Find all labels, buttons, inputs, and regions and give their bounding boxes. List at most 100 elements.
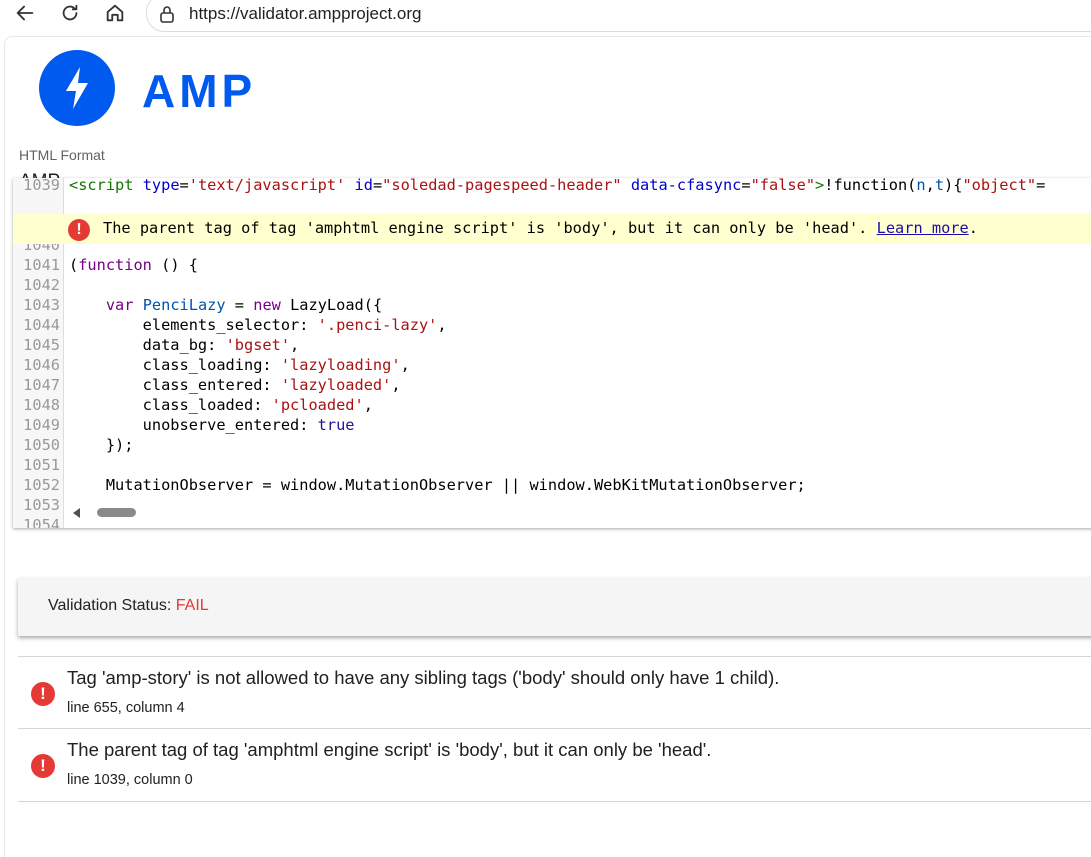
code-text: <script type='text/javascript' id="soled… bbox=[69, 178, 1045, 195]
code-token: t bbox=[934, 178, 945, 194]
scroll-left-icon[interactable] bbox=[73, 508, 80, 518]
line-number: 1049 bbox=[23, 416, 60, 434]
learn-more-link[interactable]: Learn more bbox=[876, 219, 969, 237]
code-token bbox=[622, 178, 631, 194]
line-number: 1042 bbox=[23, 276, 60, 294]
code-line: data_bg: 'bgset', bbox=[64, 335, 1091, 355]
line-number: 1053 bbox=[23, 496, 60, 514]
lightning-bolt-icon bbox=[66, 67, 88, 109]
validation-status-value: FAIL bbox=[175, 597, 209, 614]
code-token: () { bbox=[151, 256, 198, 274]
code-line: MutationObserver = window.MutationObserv… bbox=[64, 475, 1091, 495]
code-token: 'lazyloaded' bbox=[280, 376, 392, 394]
code-token: MutationObserver = window.MutationObserv… bbox=[69, 476, 806, 494]
code-token bbox=[345, 178, 354, 194]
code-token: , bbox=[363, 396, 373, 414]
inline-error-text: The parent tag of tag 'amphtml engine sc… bbox=[103, 219, 978, 237]
html-format-label: HTML Format bbox=[19, 147, 105, 163]
code-token: , bbox=[400, 356, 410, 374]
code-token: true bbox=[317, 416, 355, 434]
inline-error-message: The parent tag of tag 'amphtml engine sc… bbox=[103, 219, 877, 237]
horizontal-scrollbar[interactable] bbox=[64, 505, 164, 519]
code-text: elements_selector: '.penci-lazy', bbox=[69, 315, 447, 335]
validation-status-card: Validation Status: FAIL bbox=[18, 578, 1091, 636]
line-number: 1039 bbox=[23, 178, 60, 194]
browser-toolbar: https://validator.ampproject.org bbox=[0, 0, 1091, 32]
code-token: class_loaded: bbox=[69, 396, 272, 414]
code-token: }); bbox=[69, 436, 134, 454]
line-number: 1048 bbox=[23, 396, 60, 414]
code-line bbox=[64, 275, 1091, 295]
code-token: 'bgset' bbox=[225, 336, 291, 354]
code-line: class_entered: 'lazyloaded', bbox=[64, 375, 1091, 395]
code-text: unobserve_entered: true bbox=[69, 415, 355, 435]
code-line: }); bbox=[64, 435, 1091, 455]
validation-status-label: Validation Status: bbox=[48, 597, 176, 614]
line-number: 1050 bbox=[23, 436, 60, 454]
error-icon: ! bbox=[31, 754, 55, 778]
home-icon[interactable] bbox=[100, 0, 130, 26]
inline-error-trail: . bbox=[968, 219, 978, 237]
code-text: MutationObserver = window.MutationObserv… bbox=[69, 475, 806, 495]
logo-wordmark: AMP bbox=[142, 65, 257, 117]
code-token: elements_selector: bbox=[69, 316, 318, 334]
code-text: class_loading: 'lazyloading', bbox=[69, 355, 410, 375]
code-token: = bbox=[1036, 178, 1046, 194]
line-number: 1045 bbox=[23, 336, 60, 354]
error-item[interactable]: ! The parent tag of tag 'amphtml engine … bbox=[18, 728, 1091, 802]
code-token: "false" bbox=[750, 178, 816, 194]
code-token: PenciLazy bbox=[142, 296, 226, 314]
code-line: unobserve_entered: true bbox=[64, 415, 1091, 435]
code-token: , bbox=[391, 376, 401, 394]
line-number: 1047 bbox=[23, 376, 60, 394]
code-token: data_bg: bbox=[69, 336, 226, 354]
validation-status: Validation Status: FAIL bbox=[48, 597, 209, 615]
code-text: }); bbox=[69, 435, 134, 455]
error-icon: ! bbox=[68, 219, 90, 241]
code-token: 'text/javascript' bbox=[188, 178, 346, 194]
error-location[interactable]: line 655, column 4 bbox=[67, 700, 185, 716]
code-token: class_entered: bbox=[69, 376, 281, 394]
error-item[interactable]: ! Tag 'amp-story' is not allowed to have… bbox=[18, 656, 1091, 729]
code-token: = bbox=[225, 296, 254, 314]
line-number: 1044 bbox=[23, 316, 60, 334]
code-token: new bbox=[253, 296, 281, 314]
line-number: 1043 bbox=[23, 296, 60, 314]
code-token bbox=[133, 296, 142, 314]
address-bar[interactable]: https://validator.ampproject.org bbox=[146, 0, 1091, 32]
code-token: '.penci-lazy' bbox=[317, 316, 438, 334]
line-number: 1046 bbox=[23, 356, 60, 374]
code-text: data_bg: 'bgset', bbox=[69, 335, 300, 355]
error-message: Tag 'amp-story' is not allowed to have a… bbox=[67, 667, 780, 688]
code-token: ( bbox=[69, 256, 79, 274]
code-token: <script bbox=[69, 178, 143, 194]
code-token: var bbox=[105, 296, 134, 314]
code-token: class_loading: bbox=[69, 356, 281, 374]
code-line: (function () { bbox=[64, 255, 1091, 275]
code-text: (function () { bbox=[69, 255, 198, 275]
code-token: 'pcloaded' bbox=[271, 396, 364, 414]
error-location[interactable]: line 1039, column 0 bbox=[67, 772, 193, 788]
code-line: var PenciLazy = new LazyLoad({ bbox=[64, 295, 1091, 315]
scrollbar-thumb[interactable] bbox=[97, 508, 136, 517]
code-text: class_entered: 'lazyloaded', bbox=[69, 375, 401, 395]
code-token: 'lazyloading' bbox=[280, 356, 401, 374]
code-token: > bbox=[815, 178, 825, 194]
code-area[interactable]: <script type='text/javascript' id="soled… bbox=[13, 178, 1091, 528]
code-line bbox=[64, 515, 1091, 528]
code-token: = bbox=[372, 178, 383, 194]
code-line: <script type='text/javascript' id="soled… bbox=[64, 178, 1091, 195]
code-token: data-cfasync bbox=[630, 178, 742, 194]
code-text: var PenciLazy = new LazyLoad({ bbox=[69, 295, 382, 315]
code-line: class_loaded: 'pcloaded', bbox=[64, 395, 1091, 415]
code-token: ){ bbox=[944, 178, 963, 194]
code-token: "object" bbox=[962, 178, 1037, 194]
reload-icon[interactable] bbox=[55, 0, 85, 26]
back-arrow-icon[interactable] bbox=[10, 0, 40, 26]
line-number: 1051 bbox=[23, 456, 60, 474]
code-token: function bbox=[78, 256, 152, 274]
error-icon: ! bbox=[31, 682, 55, 706]
code-token: "soledad-pagespeed-header" bbox=[382, 178, 622, 194]
code-token: n bbox=[916, 178, 926, 194]
